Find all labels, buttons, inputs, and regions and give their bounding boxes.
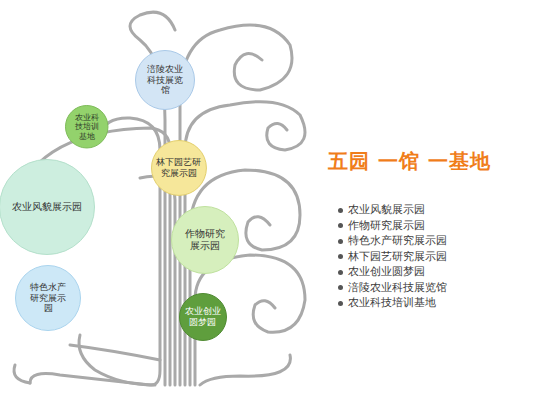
list-item: 农业风貌展示园 — [348, 203, 425, 217]
diagram-title: 五园 一馆 一基地 — [328, 148, 491, 175]
bullet-dot — [338, 223, 343, 228]
node-label: 作物研究展示园 — [185, 228, 225, 252]
bullet-dot — [338, 285, 343, 290]
node-label: 涪陵农业科技展览馆 — [147, 64, 183, 96]
circle-node: 林下园艺研究展示园 — [151, 140, 207, 196]
list-item: 特色水产研究展示园 — [348, 234, 447, 248]
circle-node: 涪陵农业科技展览馆 — [135, 50, 195, 110]
circle-node: 特色水产研究展示园 — [15, 265, 81, 331]
list-item: 作物研究展示园 — [348, 219, 425, 233]
bullet-dot — [338, 270, 343, 275]
bullet-dot — [338, 239, 343, 244]
bullet-dot — [338, 254, 343, 259]
node-label: 林下园艺研究展示园 — [156, 157, 201, 179]
node-label: 特色水产研究展示园 — [30, 282, 66, 314]
node-label: 农业科技培训基地 — [75, 113, 99, 142]
bullet-dot — [338, 301, 343, 306]
circle-node: 农业科技培训基地 — [65, 105, 108, 148]
list-item: 林下园艺研究展示园 — [348, 250, 447, 264]
circle-node: 农业创业圆梦园 — [179, 293, 227, 341]
list-item: 涪陵农业科技展览馆 — [348, 281, 447, 295]
list-item: 农业科技培训基地 — [348, 296, 436, 310]
list-item: 农业创业圆梦园 — [348, 265, 425, 279]
circle-node: 作物研究展示园 — [171, 206, 239, 274]
bullet-dot — [338, 208, 343, 213]
circle-node: 农业风貌展示园 — [0, 159, 95, 255]
node-label: 农业创业圆梦园 — [185, 306, 221, 328]
node-label: 农业风貌展示园 — [12, 201, 82, 213]
